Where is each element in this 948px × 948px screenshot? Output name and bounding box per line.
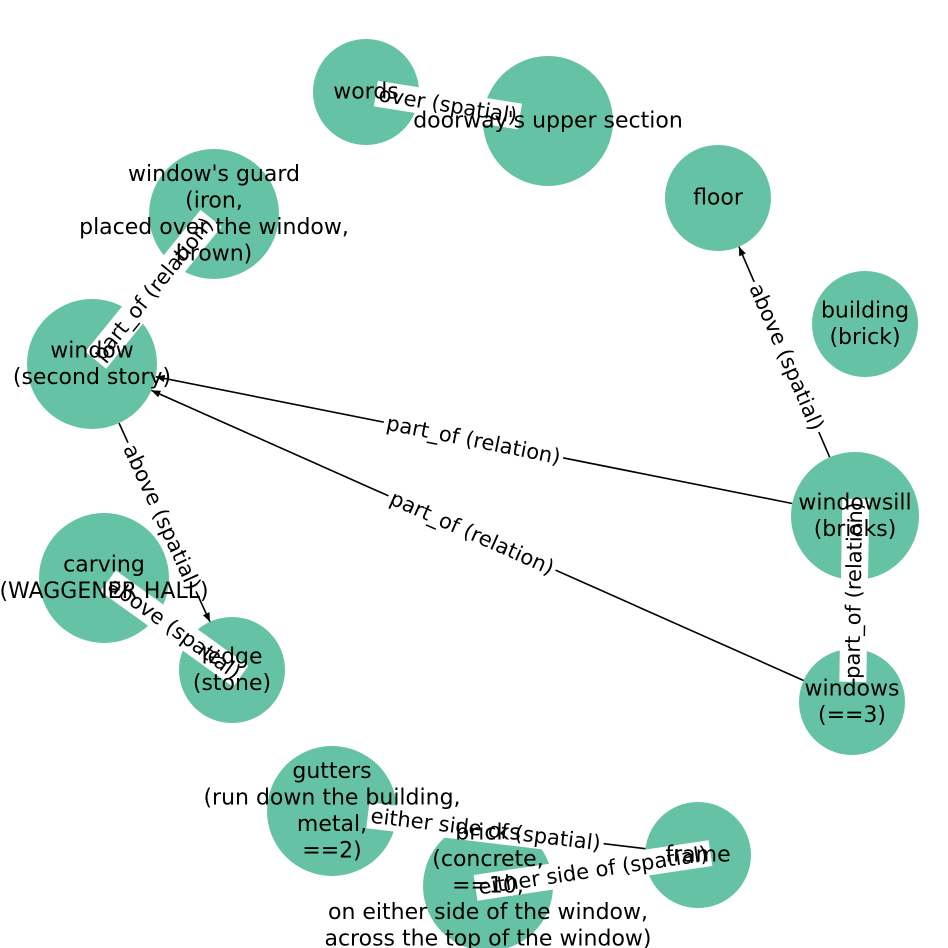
node-label-windowsill: windowsill(bricks) — [798, 490, 911, 542]
edge-label-background — [85, 209, 222, 369]
node-label-line: gutters — [292, 759, 371, 784]
edge-label-text: above (spatial) — [744, 280, 828, 434]
edge-label-background — [382, 483, 561, 583]
node-label-line: ==10, — [452, 874, 524, 899]
node-label-line: bricks — [455, 821, 520, 846]
node-label-doorway: doorway's upper section — [413, 109, 683, 134]
node-label-line: floor — [693, 186, 744, 211]
node-label-line: brown) — [176, 241, 253, 266]
edge-label-text: part_of (relation) — [840, 502, 868, 679]
node-gutters — [267, 746, 397, 876]
node-label-line: building — [821, 298, 909, 323]
node-label-line: doorway's upper section — [413, 109, 683, 134]
node-label-frame: frame — [665, 843, 730, 868]
edge-label-background — [116, 437, 208, 597]
node-building — [812, 271, 918, 377]
node-label-line: (==3) — [818, 703, 886, 728]
node-label-building: building(brick) — [821, 298, 909, 350]
node-label-line: (bricks) — [814, 517, 897, 542]
nodes-layer — [27, 39, 919, 948]
node-label-line: windows — [805, 676, 900, 701]
edge-label-windowsill-window: part_of (relation) — [381, 409, 566, 472]
node-label-line: (WAGGENER HALL) — [0, 579, 209, 604]
edge-label-background — [473, 840, 713, 901]
node-label-words: words — [333, 80, 399, 105]
edge-label-background — [839, 498, 870, 683]
edge-label-background — [381, 409, 566, 472]
node-label-line: window — [50, 338, 133, 363]
edge-label-windows-windowsill: part_of (relation) — [839, 498, 870, 683]
node-label-line: windowsill — [798, 490, 911, 515]
edge-label-text: part_of (relation) — [386, 486, 558, 581]
node-label-windows: windows(==3) — [805, 676, 900, 728]
edge-label-background — [366, 802, 606, 857]
node-label-line: (iron, — [185, 188, 243, 213]
node-label-line: window's guard — [128, 162, 300, 187]
node-label-line: carving — [63, 552, 145, 577]
edge-label-background — [373, 80, 522, 130]
node-label-bricks: bricks(concrete,==10,on either side of t… — [324, 821, 651, 948]
node-label-line: placed over the window, — [79, 215, 349, 240]
node-floor — [665, 145, 771, 251]
node-label-line: (stone) — [193, 671, 271, 696]
node-label-line: metal, — [297, 812, 367, 837]
edge-label-windows-window: part_of (relation) — [382, 483, 561, 583]
edge-label-background — [742, 276, 831, 438]
node-label-line: across the top of the window) — [324, 927, 651, 948]
node-label-line: (brick) — [829, 325, 900, 350]
node-label-line: (concrete, — [432, 847, 543, 872]
node-words — [313, 39, 419, 145]
node-label-window: window(second story) — [13, 338, 171, 390]
node-windows — [799, 649, 905, 755]
node-label-gutters: gutters(run down the building,metal,==2) — [203, 759, 460, 864]
node-label-carving: carving(WAGGENER HALL) — [0, 552, 209, 604]
node-label-line: (run down the building, — [203, 785, 460, 810]
node-label-line: ledge — [201, 644, 262, 669]
node-label-line: on either side of the window, — [328, 900, 648, 925]
node-label-line: (second story) — [13, 365, 171, 390]
edge-label-background — [100, 570, 249, 687]
node-labels-layer: words doorway's upper section floor window'… — [0, 80, 912, 948]
node-label-guard: window's guard(iron,placed over the wind… — [79, 162, 349, 267]
node-label-line: ==2) — [302, 838, 361, 863]
node-label-ledge: ledge(stone) — [193, 644, 271, 696]
node-label-line: frame — [665, 843, 730, 868]
node-label-line: words — [333, 80, 399, 105]
node-label-floor: floor — [693, 186, 744, 211]
node-doorway — [483, 56, 613, 186]
